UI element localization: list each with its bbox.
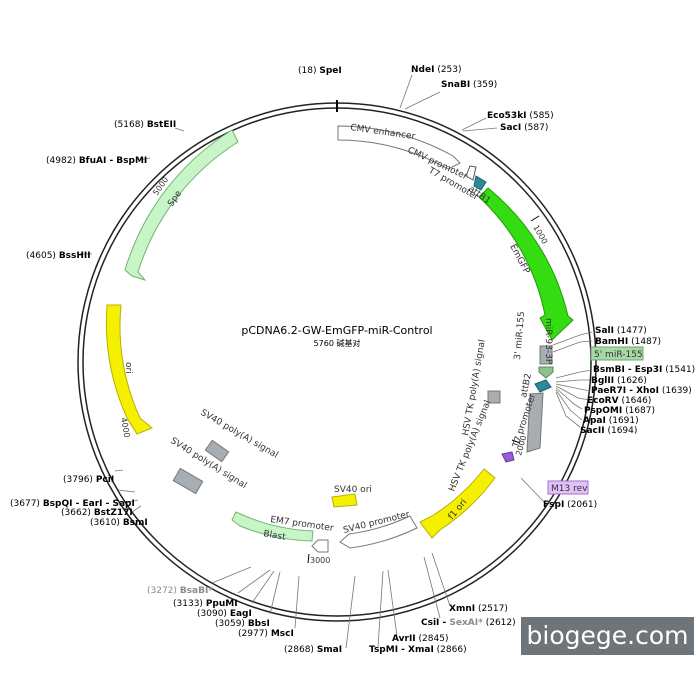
site-bsshii: (4605) BssHII xyxy=(26,251,91,261)
tick-label-3000: 3000 xyxy=(310,556,330,565)
site-fspi: FspI (2061) xyxy=(543,500,597,510)
feature-attb2 xyxy=(534,379,552,393)
site-smai: (2868) SmaI xyxy=(284,645,342,655)
feature-sv40-ori xyxy=(331,493,358,508)
feature-t7-promoter-arrow xyxy=(465,165,477,181)
site-snabi: SnaBI (359) xyxy=(441,80,497,90)
feature-spe xyxy=(124,129,239,281)
feature-ori xyxy=(105,304,153,435)
label-box-5-mir155 xyxy=(590,346,644,361)
feature-mir93 xyxy=(539,345,553,365)
tick-label-4000: 4000 xyxy=(119,417,131,439)
site-pspomi: PspOMI (1687) xyxy=(584,406,655,416)
site-xmai: TspMI - XmaI (2866) xyxy=(369,645,467,655)
site-csii: CsiI - SexAI* (2612) xyxy=(421,618,516,628)
feature-attb1 xyxy=(473,175,487,191)
tick-2000 xyxy=(511,439,521,444)
site-pcii: (3796) PciI xyxy=(63,475,114,485)
label-mir93: miR-93-3P xyxy=(543,318,553,365)
site-sapi: (3677) BspQI - EarI - SapI xyxy=(10,499,135,509)
feature-emgfp xyxy=(478,187,574,341)
site-ppumi: (3133) PpuMI xyxy=(173,599,238,609)
feature-3-mir155 xyxy=(526,392,544,453)
label-ori: ori xyxy=(123,362,133,374)
tick-3000 xyxy=(307,553,310,564)
label-blast: Blast xyxy=(262,529,286,543)
site-ecorv: EcoRV (1646) xyxy=(587,396,651,406)
site-eagi: (3090) EagI xyxy=(197,609,252,619)
tick-1000 xyxy=(530,215,540,222)
feature-blast xyxy=(231,511,314,542)
feature-5-mir155-arrow xyxy=(538,366,554,379)
label-attb2: attB2 xyxy=(519,373,534,399)
plasmid-length: 5760 碱基对 xyxy=(314,338,361,348)
label-m13rev: M13 rev xyxy=(551,484,588,494)
site-bsteii: (5168) BstEII xyxy=(114,120,176,130)
site-leaders xyxy=(80,74,593,649)
feature-sv40-promoter xyxy=(339,515,418,549)
label-3-mir155: 3' miR-155 xyxy=(513,311,527,360)
site-eco53ki: Eco53kI (585) xyxy=(487,111,554,121)
label-sv40-ori: SV40 ori xyxy=(334,485,372,495)
site-bsmbi: BsmBI - Esp3I (1541) xyxy=(593,365,695,375)
feature-em7-promoter xyxy=(311,539,329,553)
site-bstz17i: (3662) BstZ17I xyxy=(61,508,133,518)
feature-sv40-polya-2 xyxy=(172,467,204,495)
site-avrii: AvrII (2845) xyxy=(392,634,448,644)
plasmid-title: pCDNA6.2-GW-EmGFP-miR-Control xyxy=(241,324,432,337)
feature-hsv-tk-polya-1 xyxy=(487,390,501,404)
site-sacii: SacII (1694) xyxy=(580,426,637,436)
site-bsabi: (3272) BsaBI* xyxy=(147,586,213,596)
feature-sv40-polya-1 xyxy=(204,439,230,463)
label-box-m13rev xyxy=(547,480,589,495)
site-bspmi: (4982) BfuAI - BspMI xyxy=(46,156,147,166)
site-spei: (18) SpeI xyxy=(298,66,342,76)
backbone-outer xyxy=(77,102,597,622)
feature-t7-promoter-2 xyxy=(501,451,515,463)
feature-f1-ori xyxy=(419,468,496,539)
site-xmni: XmnI (2517) xyxy=(449,604,508,614)
site-bamhi: BamHI (1487) xyxy=(595,337,661,347)
site-xhoi: PaeR7I - XhoI (1639) xyxy=(591,386,692,396)
site-apai: ApaI (1691) xyxy=(583,416,639,426)
site-saci: SacI (587) xyxy=(500,123,548,133)
site-bsmi: (3610) BsmI xyxy=(90,518,148,528)
site-sali: SalI (1477) xyxy=(595,326,647,336)
site-ndei: NdeI (253) xyxy=(411,65,462,75)
site-msci: (2977) MscI xyxy=(238,629,294,639)
site-bglii: BglII (1626) xyxy=(591,376,647,386)
watermark: biogege.com xyxy=(521,617,694,655)
site-bbsi: (3059) BbsI xyxy=(215,619,270,629)
feature-cmv-enhancer-promoter xyxy=(337,125,461,170)
label-5-mir155: 5' miR-155 xyxy=(594,350,643,360)
